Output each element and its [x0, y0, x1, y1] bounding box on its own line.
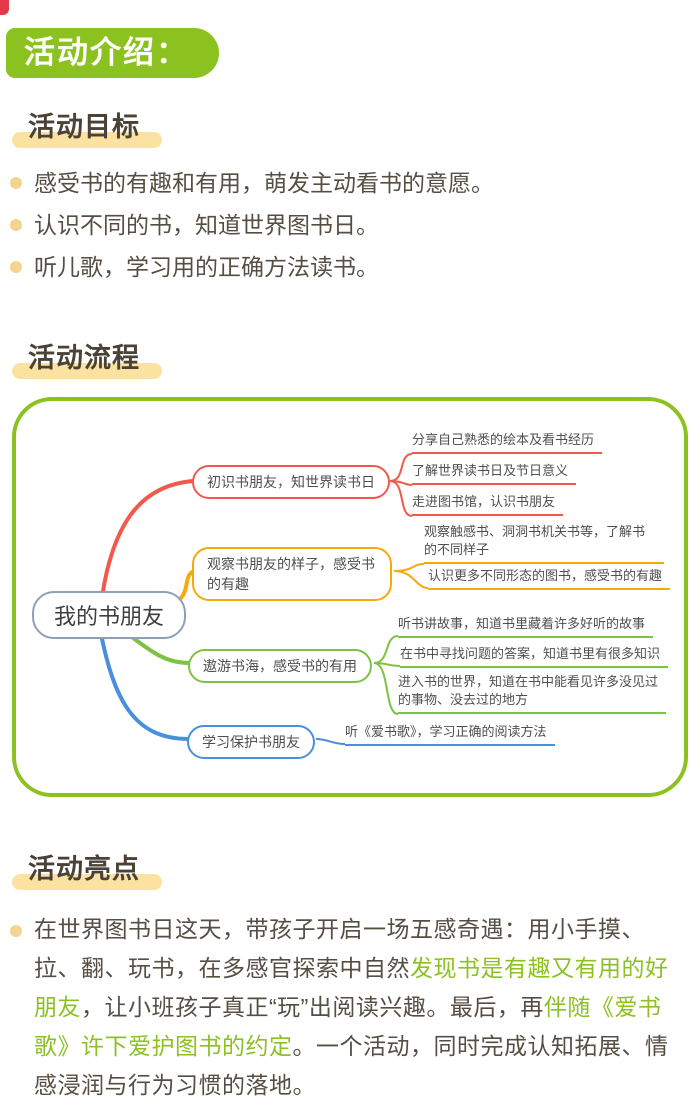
mindmap-branch-node: 遨游书海，感受书的有用	[188, 649, 372, 683]
heading-highlight-bar	[12, 363, 162, 379]
mindmap-leaf: 进入书的世界，知道在书中能看见许多没见过的事物、没去过的地方	[398, 673, 666, 714]
bullet-dot-icon	[10, 261, 22, 273]
highlights-heading: 活动亮点	[12, 847, 162, 890]
highlights-paragraph: 在世界图书日这天，带孩子开启一场五感奇遇：用小手摸、拉、翻、玩书，在多感官探索中…	[34, 916, 669, 1098]
heading-highlight-bar	[12, 874, 162, 890]
bullet-dot-icon	[10, 219, 22, 231]
mindmap-leaf: 听《爱书歌》，学习正确的阅读方法	[345, 723, 555, 746]
green-emphasis-text: 发现书是有趣又有用的好朋友	[34, 955, 669, 1020]
heading-highlight-bar	[12, 132, 162, 148]
corner-decoration	[0, 0, 9, 15]
mindmap-branch-node: 学习保护书朋友	[187, 725, 315, 759]
mindmap-leaf: 认识更多不同形态的图书，感受书的有趣	[428, 567, 671, 590]
mindmap-leaf: 走进图书馆，认识书朋友	[412, 493, 564, 516]
flow-heading: 活动流程	[12, 336, 162, 379]
mindmap-leaf: 分享自己熟悉的绘本及看书经历	[412, 431, 603, 454]
mindmap-leaf: 听书讲故事，知道书里藏着许多好听的故事	[398, 615, 654, 638]
section-flow: 活动流程 我的书朋友 初识书朋友，知世界读书日	[0, 336, 700, 797]
page-title: 活动介绍：	[24, 35, 189, 70]
mindmap-leaf: 在书中寻找问题的答案，知道书里有很多知识	[400, 645, 669, 668]
green-emphasis-text: 伴随《爱书歌》许下爱护图书的约定	[34, 994, 662, 1059]
list-item: 听儿歌，学习用的正确方法读书。	[10, 246, 700, 288]
goals-heading: 活动目标	[12, 105, 162, 148]
goals-list: 感受书的有趣和有用，萌发主动看书的意愿。 认识不同的书，知道世界图书日。 听儿歌…	[10, 162, 700, 288]
mindmap-container: 我的书朋友 初识书朋友，知世界读书日 观察书朋友的样子，感受书的有趣 遨游书海，…	[12, 397, 688, 797]
section-goals: 活动目标 感受书的有趣和有用，萌发主动看书的意愿。 认识不同的书，知道世界图书日…	[0, 105, 700, 288]
list-item: 认识不同的书，知道世界图书日。	[10, 204, 700, 246]
list-item: 感受书的有趣和有用，萌发主动看书的意愿。	[10, 162, 700, 204]
mindmap-leaf: 观察触感书、洞洞书机关书等，了解书的不同样子	[424, 523, 664, 564]
highlights-paragraph-row: 在世界图书日这天，带孩子开启一场五感奇遇：用小手摸、拉、翻、玩书，在多感官探索中…	[10, 910, 684, 1105]
goal-item-text: 认识不同的书，知道世界图书日。	[34, 212, 379, 238]
bullet-dot-icon	[10, 177, 22, 189]
mindmap-branch-node: 初识书朋友，知世界读书日	[192, 465, 390, 499]
section-highlights: 活动亮点 在世界图书日这天，带孩子开启一场五感奇遇：用小手摸、拉、翻、玩书，在多…	[0, 847, 700, 1105]
goal-item-text: 听儿歌，学习用的正确方法读书。	[34, 254, 379, 280]
mindmap-leaf: 了解世界读书日及节日意义	[412, 462, 577, 485]
mindmap-branch-node: 观察书朋友的样子，感受书的有趣	[192, 547, 392, 601]
mindmap-root-node: 我的书朋友	[32, 591, 187, 639]
page-title-badge: 活动介绍：	[6, 28, 219, 78]
bullet-dot-icon	[10, 925, 22, 937]
goal-item-text: 感受书的有趣和有用，萌发主动看书的意愿。	[34, 170, 494, 196]
